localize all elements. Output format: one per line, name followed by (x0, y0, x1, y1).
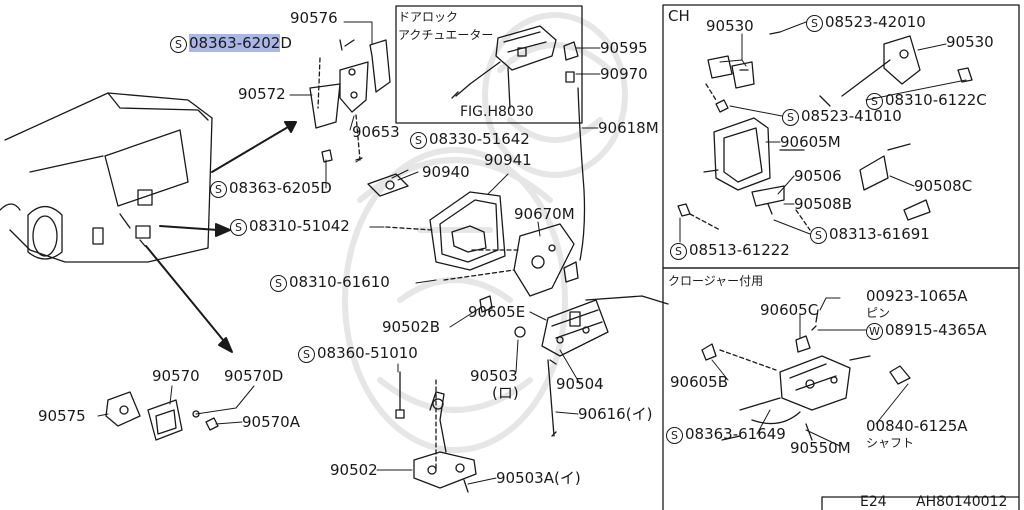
part-number: 08310-51042 (249, 217, 350, 235)
part-label-90502b[interactable]: 90502B (382, 318, 441, 336)
part-label-90506[interactable]: 90506 (794, 167, 842, 185)
part-label-90940[interactable]: 90940 (422, 163, 470, 181)
part-label-90550m[interactable]: 90550M (790, 439, 851, 457)
leader-lines (97, 21, 967, 485)
part-number: 08363-6205D (229, 179, 332, 197)
footer-frame (821, 496, 1020, 510)
standard-part-icon: S (230, 219, 247, 236)
part-label-90605c[interactable]: 90605C (760, 301, 819, 319)
standard-part-icon: S (410, 132, 427, 149)
washer-part-icon: W (866, 323, 883, 340)
part-label-90670m[interactable]: 90670M (514, 205, 575, 223)
part-label-90605m[interactable]: 90605M (780, 133, 841, 151)
part-label-90653[interactable]: 90653 (352, 123, 400, 141)
part-number: 08513-61222 (689, 241, 790, 259)
part-label-00923-1065a[interactable]: 00923-1065A (866, 287, 968, 305)
standard-part-icon: S (866, 93, 883, 110)
standard-part-icon: S (670, 243, 687, 260)
closure-inset-illustration (701, 309, 911, 441)
diagram-code: AH80140012 (916, 494, 1008, 510)
part-number: 08310-6122C (885, 91, 987, 109)
standard-part-icon: S (210, 181, 227, 198)
part-label-90504[interactable]: 90504 (556, 375, 604, 393)
part-number: 08363-61649 (685, 425, 786, 443)
part-number: 08330-51642 (429, 130, 530, 148)
standard-part-icon: S (170, 36, 187, 53)
actuator-caption-bottom: アクチュエーター (398, 28, 494, 42)
part-number: 08523-41010 (801, 107, 902, 125)
standard-part-icon: S (298, 346, 315, 363)
standard-part-icon: S (666, 427, 683, 444)
part-label-90618m[interactable]: 90618M (598, 119, 659, 137)
standard-part-icon: S (782, 109, 799, 126)
part-label-90570[interactable]: 90570 (152, 367, 200, 385)
part-number: 08310-61610 (289, 273, 390, 291)
part-label-90570d[interactable]: 90570D (224, 367, 284, 385)
part-label-90570a[interactable]: 90570A (242, 413, 300, 431)
part-label-90616[interactable]: 90616(イ) (578, 405, 653, 423)
standard-part-icon: S (270, 275, 287, 292)
part-suffix: D (280, 34, 292, 52)
part-number: 08523-42010 (825, 13, 926, 31)
standard-part-icon: S (810, 227, 827, 244)
part-label-90503-variant: (ロ) (492, 384, 519, 402)
standard-part-icon: S (806, 15, 823, 32)
part-number: 08360-51010 (317, 344, 418, 362)
highlighted-part-number[interactable]: 08363-6202 (189, 34, 281, 52)
closure-inset-title: クロージャー付用 (668, 274, 764, 288)
actuator-inset-illustration (451, 25, 557, 109)
door-lock-assembly (309, 39, 669, 493)
ch-inset-title: CH (668, 7, 690, 25)
closure-inset-frame (662, 267, 1020, 510)
part-label-90502[interactable]: 90502 (330, 461, 378, 479)
part-number: 08915-4365A (885, 321, 987, 339)
part-label-90941[interactable]: 90941 (484, 151, 532, 169)
part-label-90572[interactable]: 90572 (238, 85, 286, 103)
vehicle-rear-illustration (0, 92, 213, 263)
part-name-pin: ピン (866, 306, 891, 320)
hinge-assembly (105, 391, 219, 441)
part-label-90503[interactable]: 90503 (470, 367, 518, 385)
part-label-ch-90530-right[interactable]: 90530 (946, 33, 994, 51)
part-label-90508c[interactable]: 90508C (914, 177, 973, 195)
figure-reference-link[interactable]: FIG.H8030 (460, 104, 534, 120)
part-name-shaft: シャフト (866, 436, 915, 450)
part-label-90503a[interactable]: 90503A(イ) (496, 469, 581, 487)
actuator-inset-frame (395, 5, 583, 124)
part-number: 08313-61691 (829, 225, 930, 243)
actuator-caption-top: ドアロック (398, 10, 459, 24)
part-label-90508b[interactable]: 90508B (794, 195, 853, 213)
part-label-90605e[interactable]: 90605E (468, 303, 526, 321)
part-label-00840-6125a[interactable]: 00840-6125A (866, 417, 968, 435)
part-label-90605b[interactable]: 90605B (670, 373, 729, 391)
part-label-90595[interactable]: 90595 (600, 39, 648, 57)
ch-inset-illustration (677, 31, 973, 231)
page-number: E24 (860, 494, 887, 510)
part-label-90970[interactable]: 90970 (600, 65, 648, 83)
part-label-90575[interactable]: 90575 (38, 407, 86, 425)
part-label-ch-90530-left[interactable]: 90530 (706, 17, 754, 35)
part-label-90576[interactable]: 90576 (290, 9, 338, 27)
pointer-arrows (145, 121, 297, 353)
